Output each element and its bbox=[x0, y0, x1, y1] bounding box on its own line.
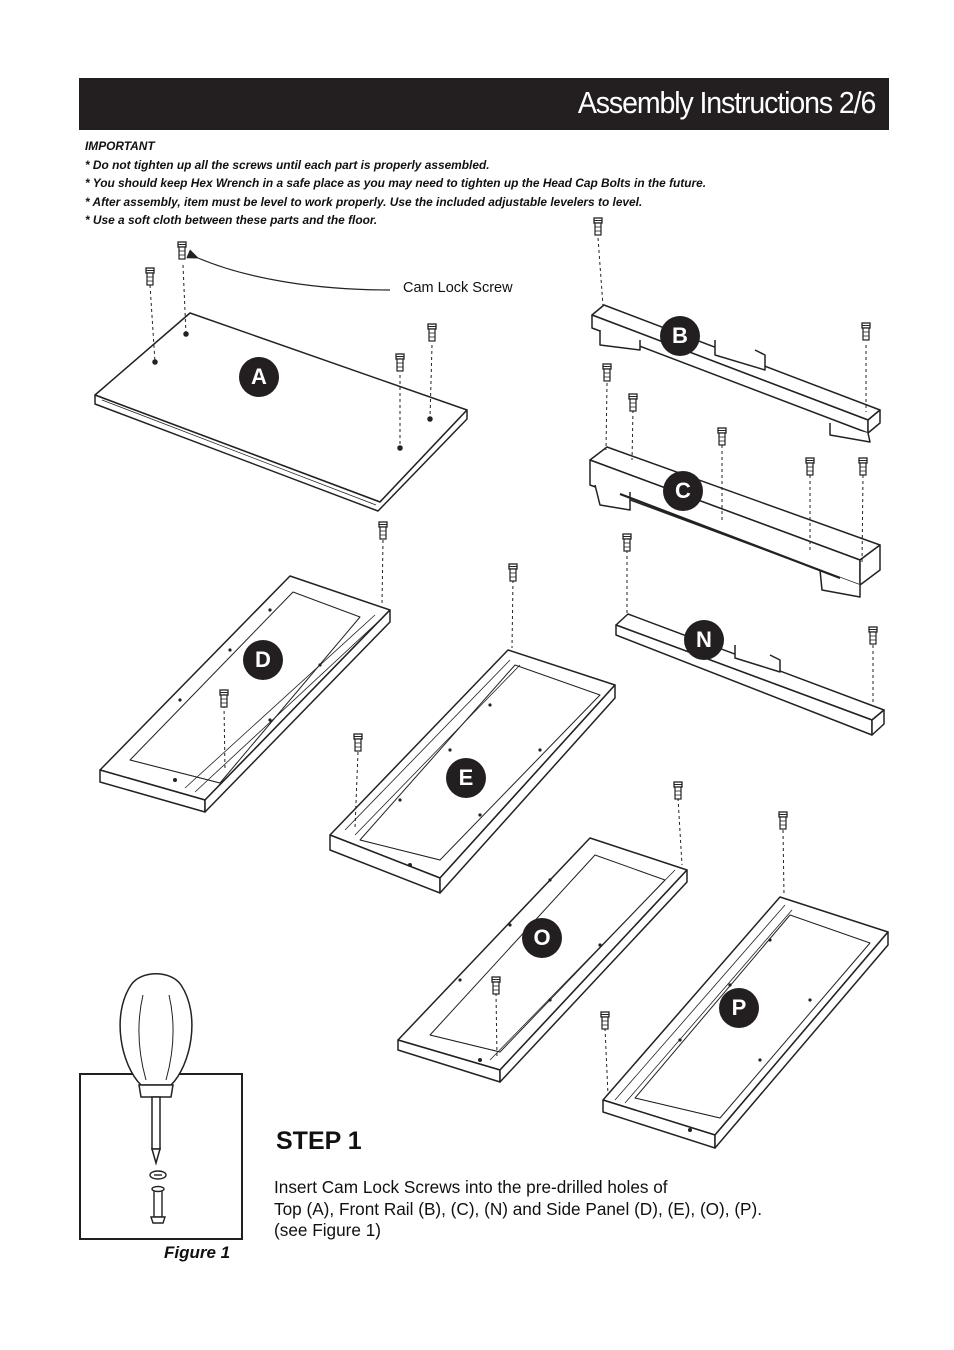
part-label-e: E bbox=[446, 758, 486, 798]
note-item: * Use a soft cloth between these parts a… bbox=[85, 213, 378, 227]
part-label-p: P bbox=[719, 988, 759, 1028]
step-title: STEP 1 bbox=[276, 1127, 362, 1155]
step-line: Insert Cam Lock Screws into the pre-dril… bbox=[274, 1177, 668, 1197]
page-title: Assembly Instructions 2/6 bbox=[577, 85, 876, 120]
page-header: Assembly Instructions 2/6 bbox=[79, 78, 889, 130]
step-line: Top (A), Front Rail (B), (C), (N) and Si… bbox=[274, 1198, 763, 1219]
important-notes: IMPORTANT * Do not tighten up all the sc… bbox=[85, 137, 885, 230]
part-label-b: B bbox=[660, 316, 700, 356]
part-label-a: A bbox=[239, 357, 279, 397]
figure-1-drawing bbox=[119, 973, 193, 1224]
part-b-front-rail bbox=[591, 304, 881, 443]
callout-arrow bbox=[186, 249, 391, 291]
note-item: * After assembly, item must be level to … bbox=[85, 194, 643, 209]
part-d-side-panel bbox=[99, 575, 391, 813]
step-line: (see Figure 1) bbox=[274, 1220, 381, 1240]
part-label-n: N bbox=[684, 620, 724, 660]
note-item: * Do not tighten up all the screws until… bbox=[85, 157, 490, 172]
figure-1-box bbox=[79, 973, 243, 1240]
cam-lock-screw-icon bbox=[149, 1170, 167, 1224]
part-label-o: O bbox=[522, 918, 562, 958]
notes-heading: IMPORTANT bbox=[85, 139, 155, 153]
part-a-top-panel bbox=[94, 312, 468, 512]
figure-caption: Figure 1 bbox=[164, 1243, 231, 1262]
part-c-front-rail bbox=[589, 446, 881, 598]
note-item: * You should keep Hex Wrench in a safe p… bbox=[85, 176, 707, 190]
cam-lock-screw-callout: Cam Lock Screw bbox=[403, 280, 513, 296]
screwdriver-icon bbox=[119, 973, 193, 1166]
part-label-c: C bbox=[663, 471, 703, 511]
part-label-d: D bbox=[243, 640, 283, 680]
part-n-rail bbox=[615, 613, 885, 736]
step-instructions: Insert Cam Lock Screws into the pre-dril… bbox=[274, 1177, 874, 1242]
